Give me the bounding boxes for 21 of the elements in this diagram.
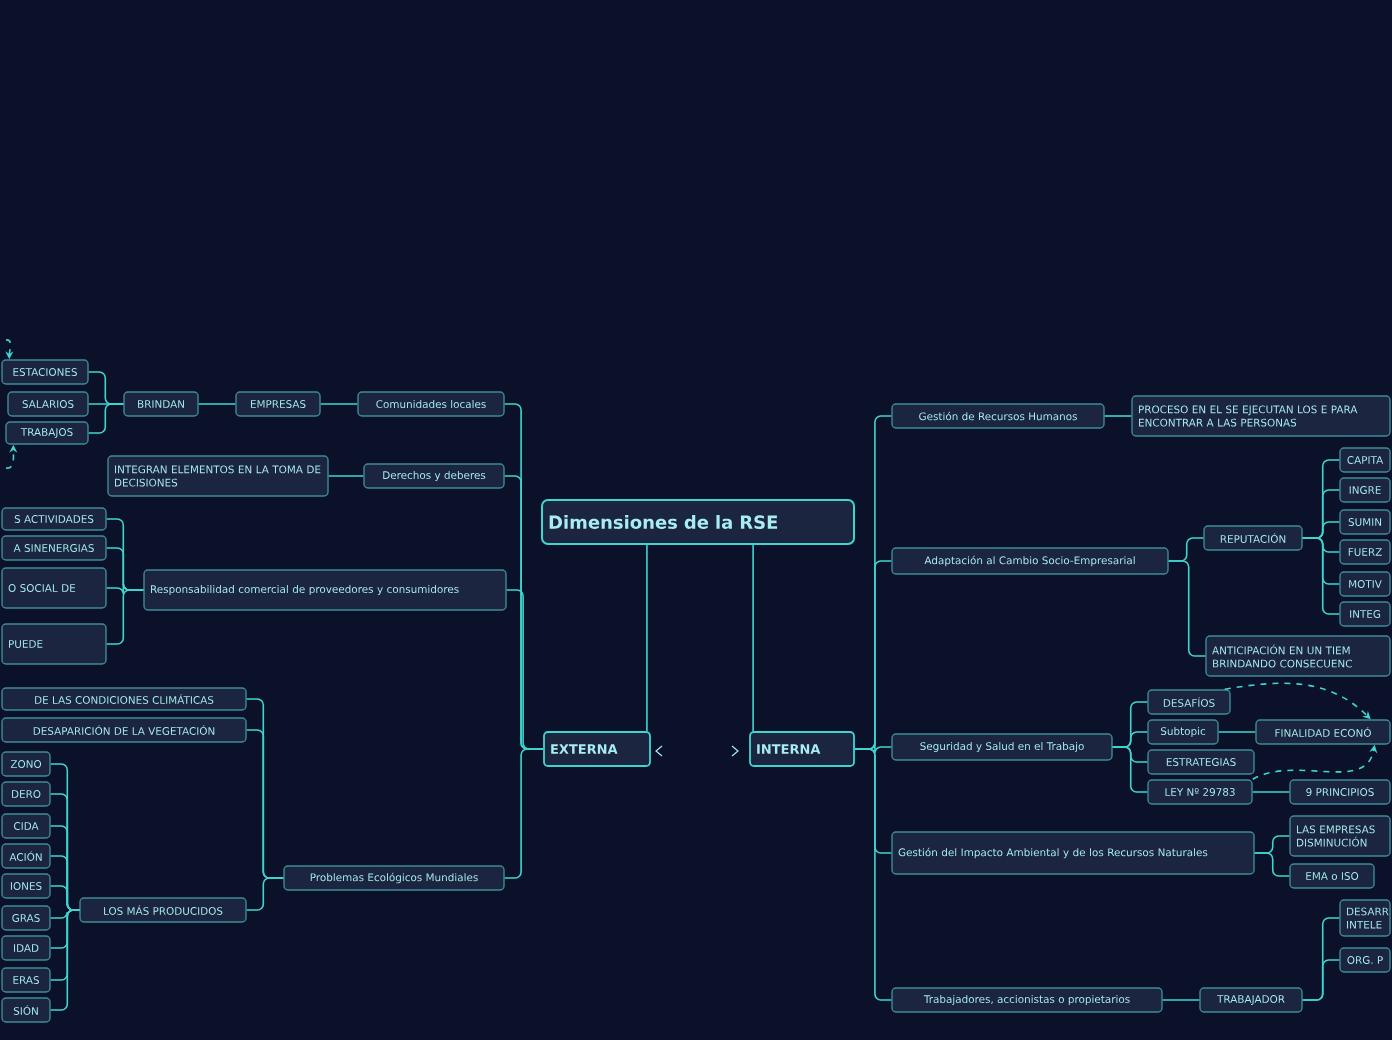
connector-line	[197, 403, 237, 405]
connector-line	[1161, 999, 1201, 1001]
connector-line	[1217, 731, 1257, 733]
connector-line	[49, 909, 81, 1011]
connector-line	[1103, 415, 1133, 417]
central-topic-box: Dimensiones de la RSE	[541, 499, 855, 545]
connector-line	[245, 877, 285, 911]
connector-line	[1253, 852, 1291, 877]
connector-line	[105, 589, 145, 645]
connector-line	[503, 748, 544, 879]
connector-line	[1301, 959, 1341, 1001]
connector-line	[854, 748, 893, 1001]
connector-line	[1301, 537, 1341, 615]
connector-line	[327, 475, 365, 477]
connector-line	[752, 544, 754, 732]
connector-line	[319, 403, 359, 405]
connector-line	[1167, 560, 1207, 657]
connector-line	[1251, 791, 1291, 793]
connector-line	[87, 403, 125, 434]
connector-line	[1111, 746, 1149, 793]
connector-line	[646, 544, 648, 732]
